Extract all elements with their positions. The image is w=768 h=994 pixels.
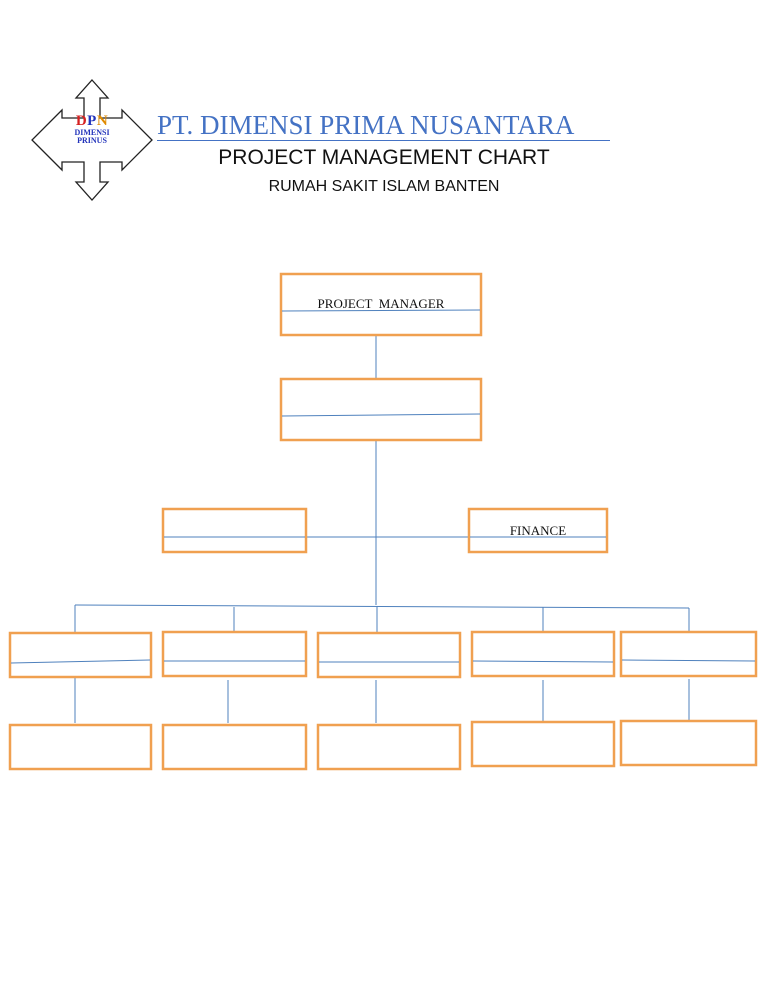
logo-line2: PRINUS [77,136,107,145]
company-underline [157,140,610,141]
logo-line1: DIMENSI [74,128,110,137]
label-project-manager: PROJECT MANAGER [318,296,445,311]
label-finance: FINANCE [510,523,566,538]
divider-dept-5 [621,659,756,662]
box-sub-2 [161,723,308,771]
box-dept-4 [470,630,616,678]
box-finance [467,507,609,554]
divider-dept-4 [472,660,614,663]
divider-dept-1 [10,659,151,664]
box-dept-5 [619,630,758,678]
box-level2 [279,377,483,442]
divider-level2 [281,413,481,417]
dpn-logo-icon [31,79,153,201]
chart-subtitle: RUMAH SAKIT ISLAM BANTEN [268,178,500,195]
logo-initial-n: N [96,113,109,129]
box-sub-4 [470,720,616,768]
logo-initial-d: D [75,113,88,129]
connector-bus [74,604,690,609]
box-sub-5 [619,719,758,767]
box-project-manager [279,272,483,337]
box-dept-3 [316,631,462,679]
box-dept-1 [8,631,153,679]
box-sub-1 [8,723,153,771]
divider-pm [281,309,481,312]
box-sub-3 [316,723,462,771]
chart-title: PROJECT MANAGEMENT CHART [218,146,550,169]
logo-initial-p: P [87,113,97,129]
logo-text: DPN DIMENSI PRINUS [62,114,122,145]
box-dept-2 [161,630,308,678]
company-name: PT. DIMENSI PRIMA NUSANTARA [157,110,575,140]
box-left-staff [161,507,308,554]
